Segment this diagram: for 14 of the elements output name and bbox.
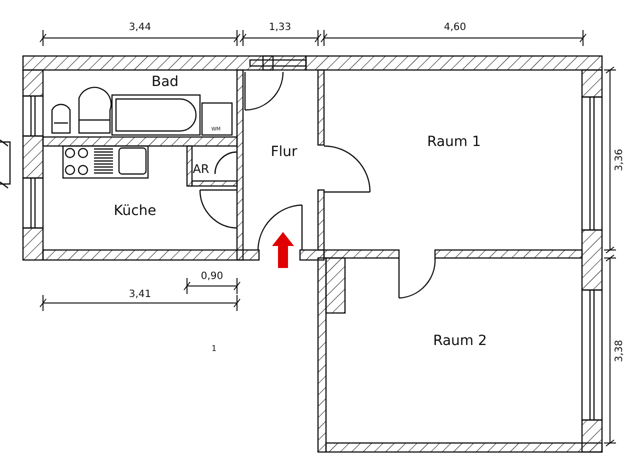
dimension-label: 3,36 (615, 148, 625, 172)
room-label: Küche (114, 204, 156, 218)
room-label: Raum 2 (433, 334, 487, 348)
dimension-label: 1,33 (268, 23, 292, 33)
dimension-label: 3,38 (615, 340, 625, 362)
dimension-label: 3,41 (128, 290, 152, 300)
room-label: Raum 1 (427, 135, 481, 149)
mark-label: 1 (211, 345, 217, 353)
dimension-label: 3,44 (128, 23, 152, 33)
dimension-label: 4,60 (444, 23, 466, 33)
room-label: AR (192, 163, 210, 175)
room-label: Flur (270, 145, 298, 159)
room-label: Bad (151, 75, 179, 89)
dimension-label: 0,90 (200, 272, 224, 282)
